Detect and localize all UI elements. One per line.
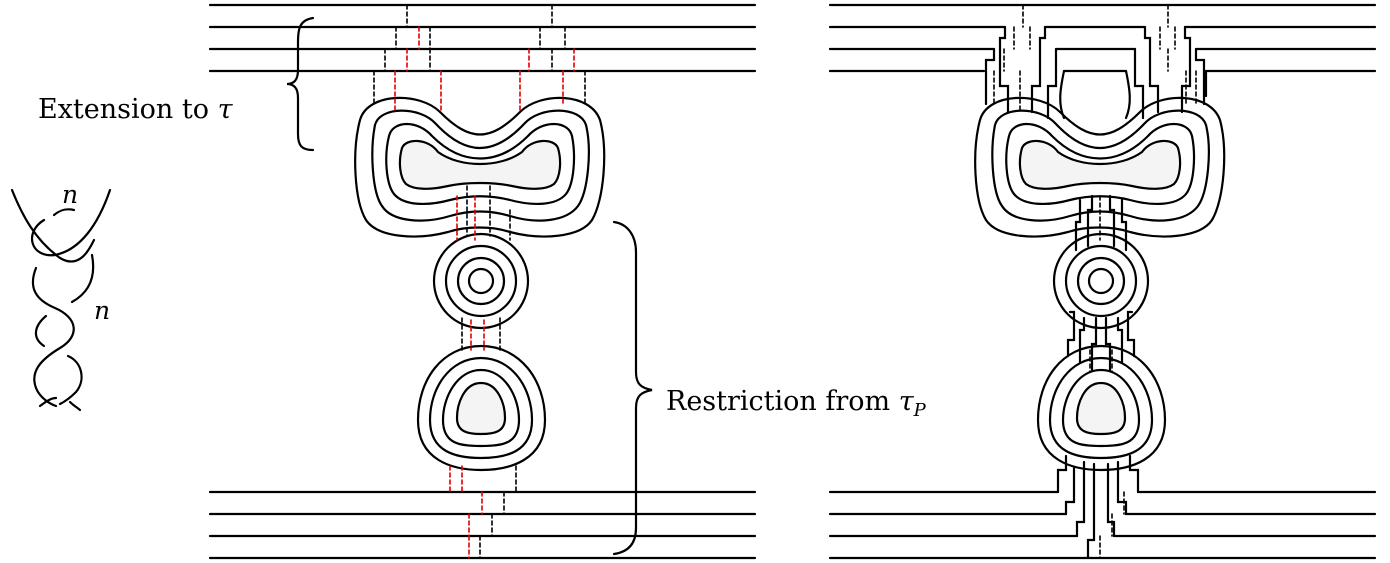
right-panel xyxy=(828,3,1377,560)
twist-diagram xyxy=(10,188,112,412)
middle-dashed-black xyxy=(373,4,586,559)
restriction-prefix: Restriction from xyxy=(666,386,899,417)
right-dashed-black xyxy=(993,4,1197,559)
restriction-label: Restriction from τP xyxy=(666,386,926,421)
extension-label: Extension to τ xyxy=(38,94,233,125)
middle-panel xyxy=(208,3,757,560)
restriction-symbol: τ xyxy=(898,386,914,417)
extension-brace xyxy=(286,16,315,152)
extension-prefix: Extension to xyxy=(38,94,218,125)
extension-symbol: τ xyxy=(217,94,233,125)
twist-label-bottom: n xyxy=(94,296,111,325)
restriction-brace xyxy=(612,220,653,556)
middle-dashed-red xyxy=(394,26,575,559)
restriction-subscript: P xyxy=(913,400,926,421)
twist-label-top: n xyxy=(62,180,79,209)
